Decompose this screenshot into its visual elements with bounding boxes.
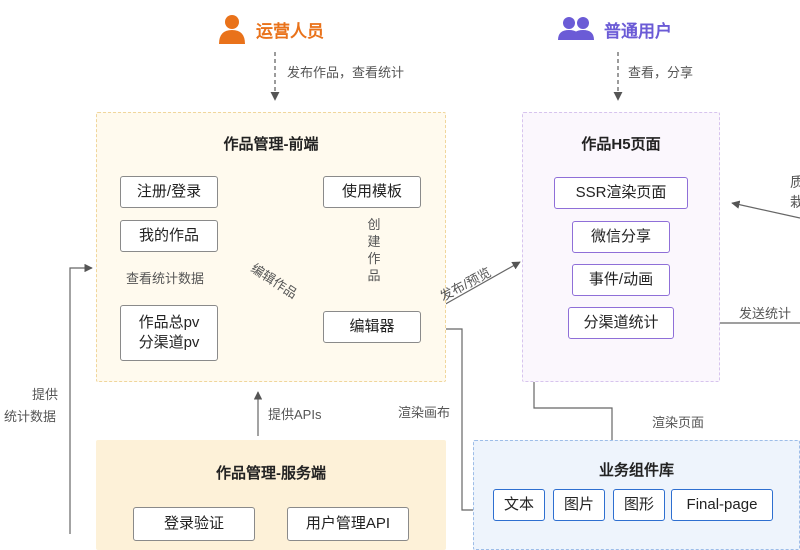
label-render-canvas: 渲染画布	[398, 405, 451, 420]
box-login-verify[interactable]: 登录验证	[133, 507, 255, 541]
label-provide: 提供	[32, 387, 59, 402]
panel-lib-title: 业务组件库	[598, 462, 674, 479]
actor-user: 普通用户	[558, 14, 672, 44]
box-shape[interactable]: 图形	[613, 489, 665, 521]
label-stats-data: 统计数据	[4, 409, 57, 424]
label-create-work: 创 建 作 品	[367, 216, 381, 284]
edge-right-ssr	[731, 200, 800, 219]
actor-user-label: 普通用户	[604, 21, 672, 41]
label-create-work-4: 品	[367, 268, 381, 283]
box-events-animation[interactable]: 事件/动画	[572, 264, 670, 296]
box-wechat-share[interactable]: 微信分享	[572, 221, 670, 253]
edge-provide-stats	[69, 263, 93, 534]
box-text[interactable]: 文本	[493, 489, 545, 521]
label-view-share: 查看，分享	[628, 65, 694, 80]
panel-frontend-title: 作品管理-前端	[223, 136, 319, 153]
label-create-work-2: 建	[367, 234, 381, 249]
actor-operator: 运营人员	[218, 14, 324, 44]
box-user-api[interactable]: 用户管理API	[287, 507, 409, 541]
label-render-page: 渲染页面	[652, 415, 705, 430]
box-my-works[interactable]: 我的作品	[120, 220, 218, 252]
label-cut-1: 质	[790, 174, 800, 190]
panel-h5-title: 作品H5页面	[581, 136, 661, 153]
stats-channel-pv: 分渠道pv	[138, 334, 200, 351]
box-use-template[interactable]: 使用模板	[323, 176, 421, 208]
person-icon	[219, 15, 245, 44]
box-editor[interactable]: 编辑器	[323, 311, 421, 343]
box-stats[interactable]: 作品总pv 分渠道pv	[120, 305, 218, 361]
box-image[interactable]: 图片	[553, 489, 605, 521]
label-create-work-1: 创	[367, 217, 381, 232]
actor-operator-label: 运营人员	[256, 21, 324, 41]
box-final-page[interactable]: Final-page	[671, 489, 773, 521]
stats-total-pv: 作品总pv	[138, 313, 200, 331]
label-provide-apis: 提供APIs	[268, 407, 322, 422]
edge-lib-editor	[429, 324, 473, 511]
box-channel-stats[interactable]: 分渠道统计	[568, 307, 674, 339]
label-cut-2: 栽	[790, 194, 800, 210]
group-icon	[558, 17, 594, 40]
label-publish-stats: 发布作品，查看统计	[287, 65, 405, 80]
label-create-work-3: 作	[367, 251, 381, 266]
box-ssr-page[interactable]: SSR渲染页面	[554, 177, 688, 209]
label-view-stats-data: 查看统计数据	[126, 271, 205, 286]
label-send-stats: 发送统计	[739, 306, 792, 321]
box-register-login[interactable]: 注册/登录	[120, 176, 218, 208]
panel-server-title: 作品管理-服务端	[216, 465, 326, 482]
